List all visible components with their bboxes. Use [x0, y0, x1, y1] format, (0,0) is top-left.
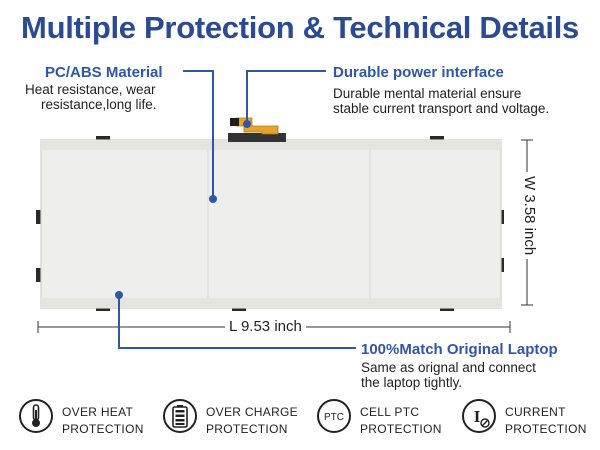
- interface-callout-line-v: [246, 70, 248, 124]
- thermometer-icon: [19, 399, 53, 433]
- match-heading: 100%Match Original Laptop: [361, 341, 558, 358]
- interface-body-line-1: Durable mental material ensure: [333, 86, 522, 101]
- material-heading: PC/ABS Material: [45, 64, 163, 81]
- material-callout-dot: [209, 195, 217, 203]
- match-body-line-1: Same as orignal and connect: [361, 360, 536, 375]
- interface-heading: Durable power interface: [333, 64, 504, 81]
- match-callout-line-h: [118, 347, 356, 349]
- material-body-line-2: resistance,long life.: [41, 97, 157, 112]
- interface-callout-dot: [243, 120, 251, 128]
- material-callout-line-v: [212, 70, 214, 198]
- battery-body: [40, 139, 502, 309]
- interface-body-line-2: stable current transport and voltage.: [333, 101, 550, 116]
- svg-text:PTC: PTC: [324, 412, 344, 423]
- ptc-icon: PTC: [317, 399, 351, 433]
- title-part-1: Multiple Protection: [21, 10, 303, 45]
- current-icon: I: [462, 399, 496, 433]
- match-body-line-2: the laptop tightly.: [361, 375, 463, 390]
- interface-callout-line-h: [246, 70, 326, 72]
- material-callout-line-h: [183, 70, 213, 72]
- power-connector: [228, 117, 286, 142]
- title-part-2: Technical Details: [324, 10, 579, 45]
- material-body-line-1: Heat resistance, wear: [25, 82, 156, 97]
- svg-text:I: I: [474, 407, 481, 426]
- width-label: W 3.58 inch: [521, 172, 538, 260]
- battery-charge-icon: [163, 399, 197, 433]
- length-label: L 9.53 inch: [225, 318, 306, 335]
- match-callout-line-v: [118, 295, 120, 348]
- page-title: Multiple Protection & Technical Details: [0, 10, 600, 46]
- title-ampersand: &: [302, 10, 325, 45]
